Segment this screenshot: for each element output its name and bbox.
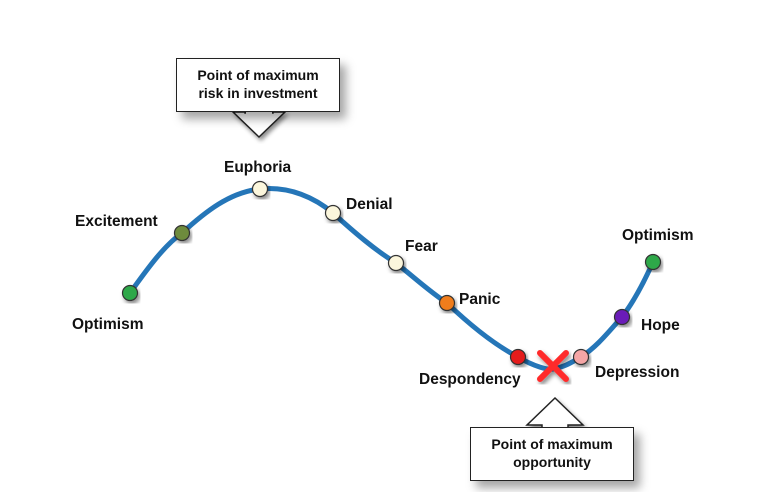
depression-dot xyxy=(572,348,590,366)
risk-callout-line1: Point of maximum xyxy=(197,67,319,83)
despondency-label: Despondency xyxy=(419,371,521,388)
denial-label: Denial xyxy=(346,196,393,213)
euphoria-dot xyxy=(251,180,269,198)
fear-label: Fear xyxy=(405,238,438,255)
hope-label: Hope xyxy=(641,317,680,334)
euphoria-label: Euphoria xyxy=(224,159,292,176)
risk-callout-box: Point of maximum risk in investment xyxy=(176,58,340,112)
despondency-dot xyxy=(509,348,527,366)
panic-dot xyxy=(438,294,456,312)
opportunity-callout-line2: opportunity xyxy=(513,454,591,470)
excitement-dot xyxy=(173,224,191,242)
hope-dot xyxy=(613,308,631,326)
cycle-curve xyxy=(127,186,656,372)
x-mark-icon xyxy=(537,350,569,382)
opportunity-callout-box: Point of maximum opportunity xyxy=(470,427,634,481)
denial-dot xyxy=(324,204,342,222)
optimism-end-dot xyxy=(644,253,662,271)
optimism-start-dot xyxy=(121,284,139,302)
opportunity-callout-line1: Point of maximum xyxy=(491,436,613,452)
panic-label: Panic xyxy=(459,291,501,308)
optimism-start-label: Optimism xyxy=(72,316,143,333)
excitement-label: Excitement xyxy=(75,213,158,230)
fear-dot xyxy=(387,254,405,272)
depression-label: Depression xyxy=(595,364,679,381)
risk-callout-line2: risk in investment xyxy=(198,85,318,101)
optimism-end-label: Optimism xyxy=(622,227,693,244)
